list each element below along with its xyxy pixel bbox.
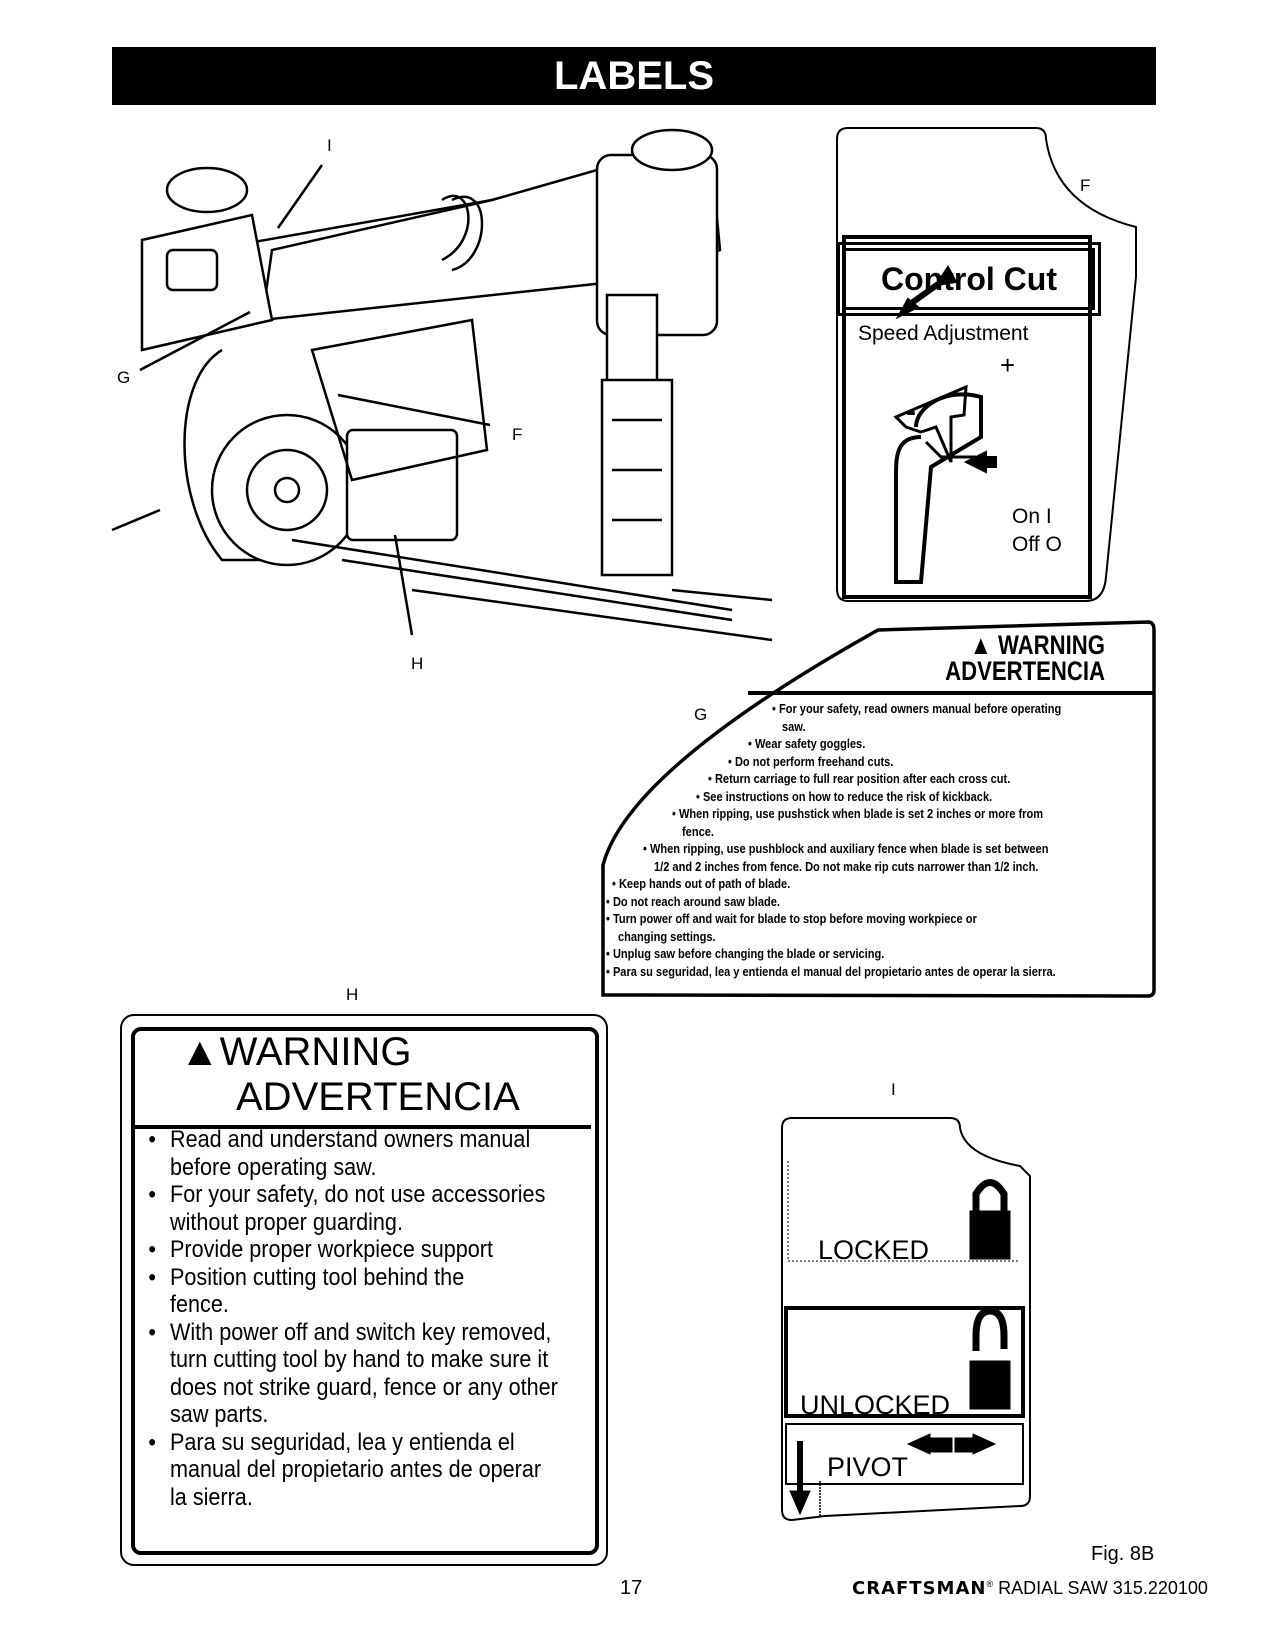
speed-adjustment-text: Speed Adjustment <box>858 322 1029 345</box>
list-item: 1/2 and 2 inches from fence. Do not make… <box>654 858 1039 874</box>
list-item: Provide proper workpiece support <box>143 1236 593 1264</box>
control-cut-title: Control Cut <box>837 242 1101 316</box>
callout-f: F <box>512 425 523 444</box>
model-text: RADIAL SAW 315.220100 <box>998 1578 1208 1598</box>
registered-mark: ® <box>986 1579 994 1589</box>
label-g-outline <box>601 620 1156 998</box>
plus-sign: + <box>1000 350 1016 380</box>
radial-saw-illustration <box>140 128 773 642</box>
g-warning-heading: ▲ WARNING ADVERTENCIA <box>941 630 1105 686</box>
minus-sign: - <box>906 395 916 428</box>
list-item: • Return carriage to full rear position … <box>708 771 1011 786</box>
list-item: • Do not reach around saw blade. <box>606 893 780 909</box>
locked-text: LOCKED <box>818 1235 930 1265</box>
callout-h-label: H <box>346 985 359 1004</box>
list-item: changing settings. <box>618 928 716 944</box>
list-item: For your safety, do not use accessories … <box>143 1181 566 1236</box>
list-item: Position cutting tool behind the fence. <box>143 1264 512 1319</box>
list-item: • When ripping, use pushstick when blade… <box>672 806 1044 821</box>
h-warning-text: ▲WARNING <box>180 1030 411 1074</box>
warning-text: WARNING <box>997 630 1105 660</box>
callout-g: G <box>117 368 131 387</box>
list-item: • When ripping, use pushblock and auxili… <box>643 841 1049 856</box>
pivot-text: PIVOT <box>827 1452 909 1482</box>
figure-label: Fig. 8B <box>1091 1543 1155 1565</box>
on-text: On I <box>1012 505 1052 528</box>
list-item: • Turn power off and wait for blade to s… <box>606 911 977 926</box>
list-item: Para su seguridad, lea y entienda el man… <box>143 1429 548 1512</box>
g-warning-list: • For your safety, read owners manual be… <box>600 700 1150 980</box>
list-item: • See instructions on how to reduce the … <box>696 788 993 804</box>
callout-i-label: I <box>891 1080 896 1099</box>
list-item: • Para su seguridad, lea y entienda el m… <box>606 963 1056 979</box>
list-item: With power off and switch key removed, t… <box>143 1319 575 1429</box>
list-item: Read and understand owners manual before… <box>143 1126 584 1181</box>
callout-i: I <box>327 136 332 155</box>
list-item: • Keep hands out of path of blade. <box>612 876 791 891</box>
list-item: • Do not perform freehand cuts. <box>728 753 894 769</box>
list-item: fence. <box>682 823 714 839</box>
label-h-inner-border <box>131 1027 599 1555</box>
advertencia-text: ADVERTENCIA <box>945 656 1105 686</box>
callout-g-label: G <box>694 705 708 724</box>
footer-brand: CRAFTSMAN® RADIAL SAW 315.220100 <box>852 1578 1208 1599</box>
list-item: saw. <box>782 718 806 734</box>
h-warning-list: Read and understand owners manual before… <box>143 1126 593 1511</box>
callout-h: H <box>411 654 424 673</box>
label-i-outline <box>781 1117 1031 1522</box>
unlocked-text: UNLOCKED <box>800 1390 951 1420</box>
h-advertencia-text: ADVERTENCIA <box>236 1075 520 1119</box>
label-h-outer-border <box>120 1014 608 1566</box>
warning-triangle-icon: ▲ <box>969 630 992 660</box>
callout-f-label: F <box>1080 176 1091 195</box>
label-f-outline <box>836 127 1137 602</box>
page-number: 17 <box>620 1577 643 1599</box>
list-item: • For your safety, read owners manual be… <box>772 701 1062 716</box>
warning-word: WARNING <box>219 1030 412 1074</box>
section-header: LABELS <box>112 47 1156 105</box>
list-item: • Unplug saw before changing the blade o… <box>606 946 885 961</box>
off-text: Off O <box>1012 533 1062 556</box>
brand-name: CRAFTSMAN <box>852 1578 987 1599</box>
warning-triangle-icon: ▲ <box>180 1030 220 1074</box>
list-item: • Wear safety goggles. <box>748 736 866 751</box>
